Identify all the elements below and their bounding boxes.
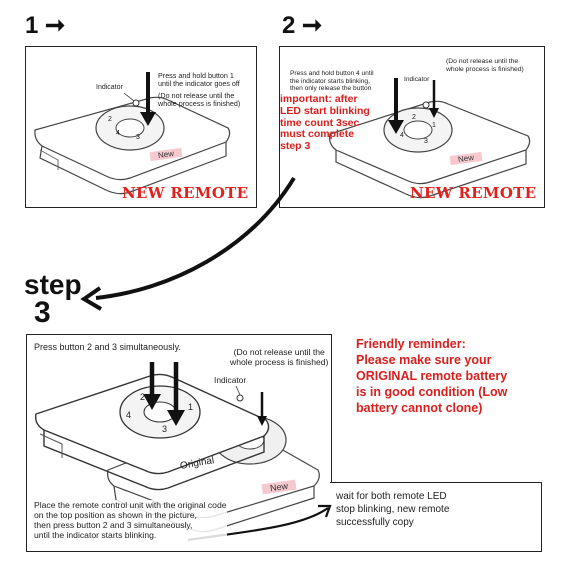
step-3-number: 3 [34, 296, 51, 329]
new-remote-drawing-1 [34, 92, 231, 195]
panel1-indicator-label: Indicator [96, 84, 123, 91]
panel3-bottom-instruction: Place the remote control unit with the o… [34, 500, 227, 541]
step-1-label: 1 ➞ [25, 12, 66, 39]
curved-arrow-to-step3 [95, 176, 296, 300]
panel2-indicator-label: Indicator [404, 76, 430, 83]
panel2-note: (Do not release until the whole process … [446, 58, 524, 73]
step-3-word: step [24, 269, 82, 300]
panel2-button-3: 3 [424, 138, 428, 145]
panel1-button-3: 3 [136, 134, 140, 141]
panel1-button-2: 2 [108, 116, 112, 123]
friendly-reminder: Friendly reminder: Please make sure your… [356, 337, 508, 415]
panel3-note: (Do not release until the whole process … [230, 347, 329, 367]
panel3-indicator-label: Indicator [214, 375, 247, 385]
panel3-button-4: 4 [126, 410, 132, 420]
panel1-button-1: 1 [146, 118, 150, 125]
panel2-button-1: 1 [432, 122, 436, 129]
panel3-button-1: 1 [188, 402, 194, 412]
panel2-new-remote-stamp: NEW REMOTE [410, 184, 537, 202]
panel1-new-remote-stamp: NEW REMOTE [122, 184, 249, 202]
step-2-label: 2 ➞ [282, 12, 323, 39]
panel1-note: (Do not release until the whole process … [158, 91, 241, 109]
panel1-button-4: 4 [116, 130, 120, 137]
panel3-button-2: 2 [140, 392, 146, 402]
panel2-button-4: 4 [400, 132, 404, 139]
panel2-instruction: Press and hold button 4 until the indica… [290, 70, 374, 93]
new-remote-drawing-2 [329, 100, 531, 199]
panel2-button-2: 2 [412, 114, 416, 121]
success-message: wait for both remote LED stop blinking, … [336, 491, 450, 528]
panel1-instruction: Press and hold button 1 until the indica… [158, 71, 240, 89]
success-box [330, 482, 542, 552]
original-remote-drawing [34, 373, 270, 491]
panel3-button-3: 3 [162, 424, 168, 434]
panel3-instruction: Press button 2 and 3 simultaneously. [34, 342, 181, 352]
panel2-important-note: important: after LED start blinking time… [280, 93, 370, 152]
